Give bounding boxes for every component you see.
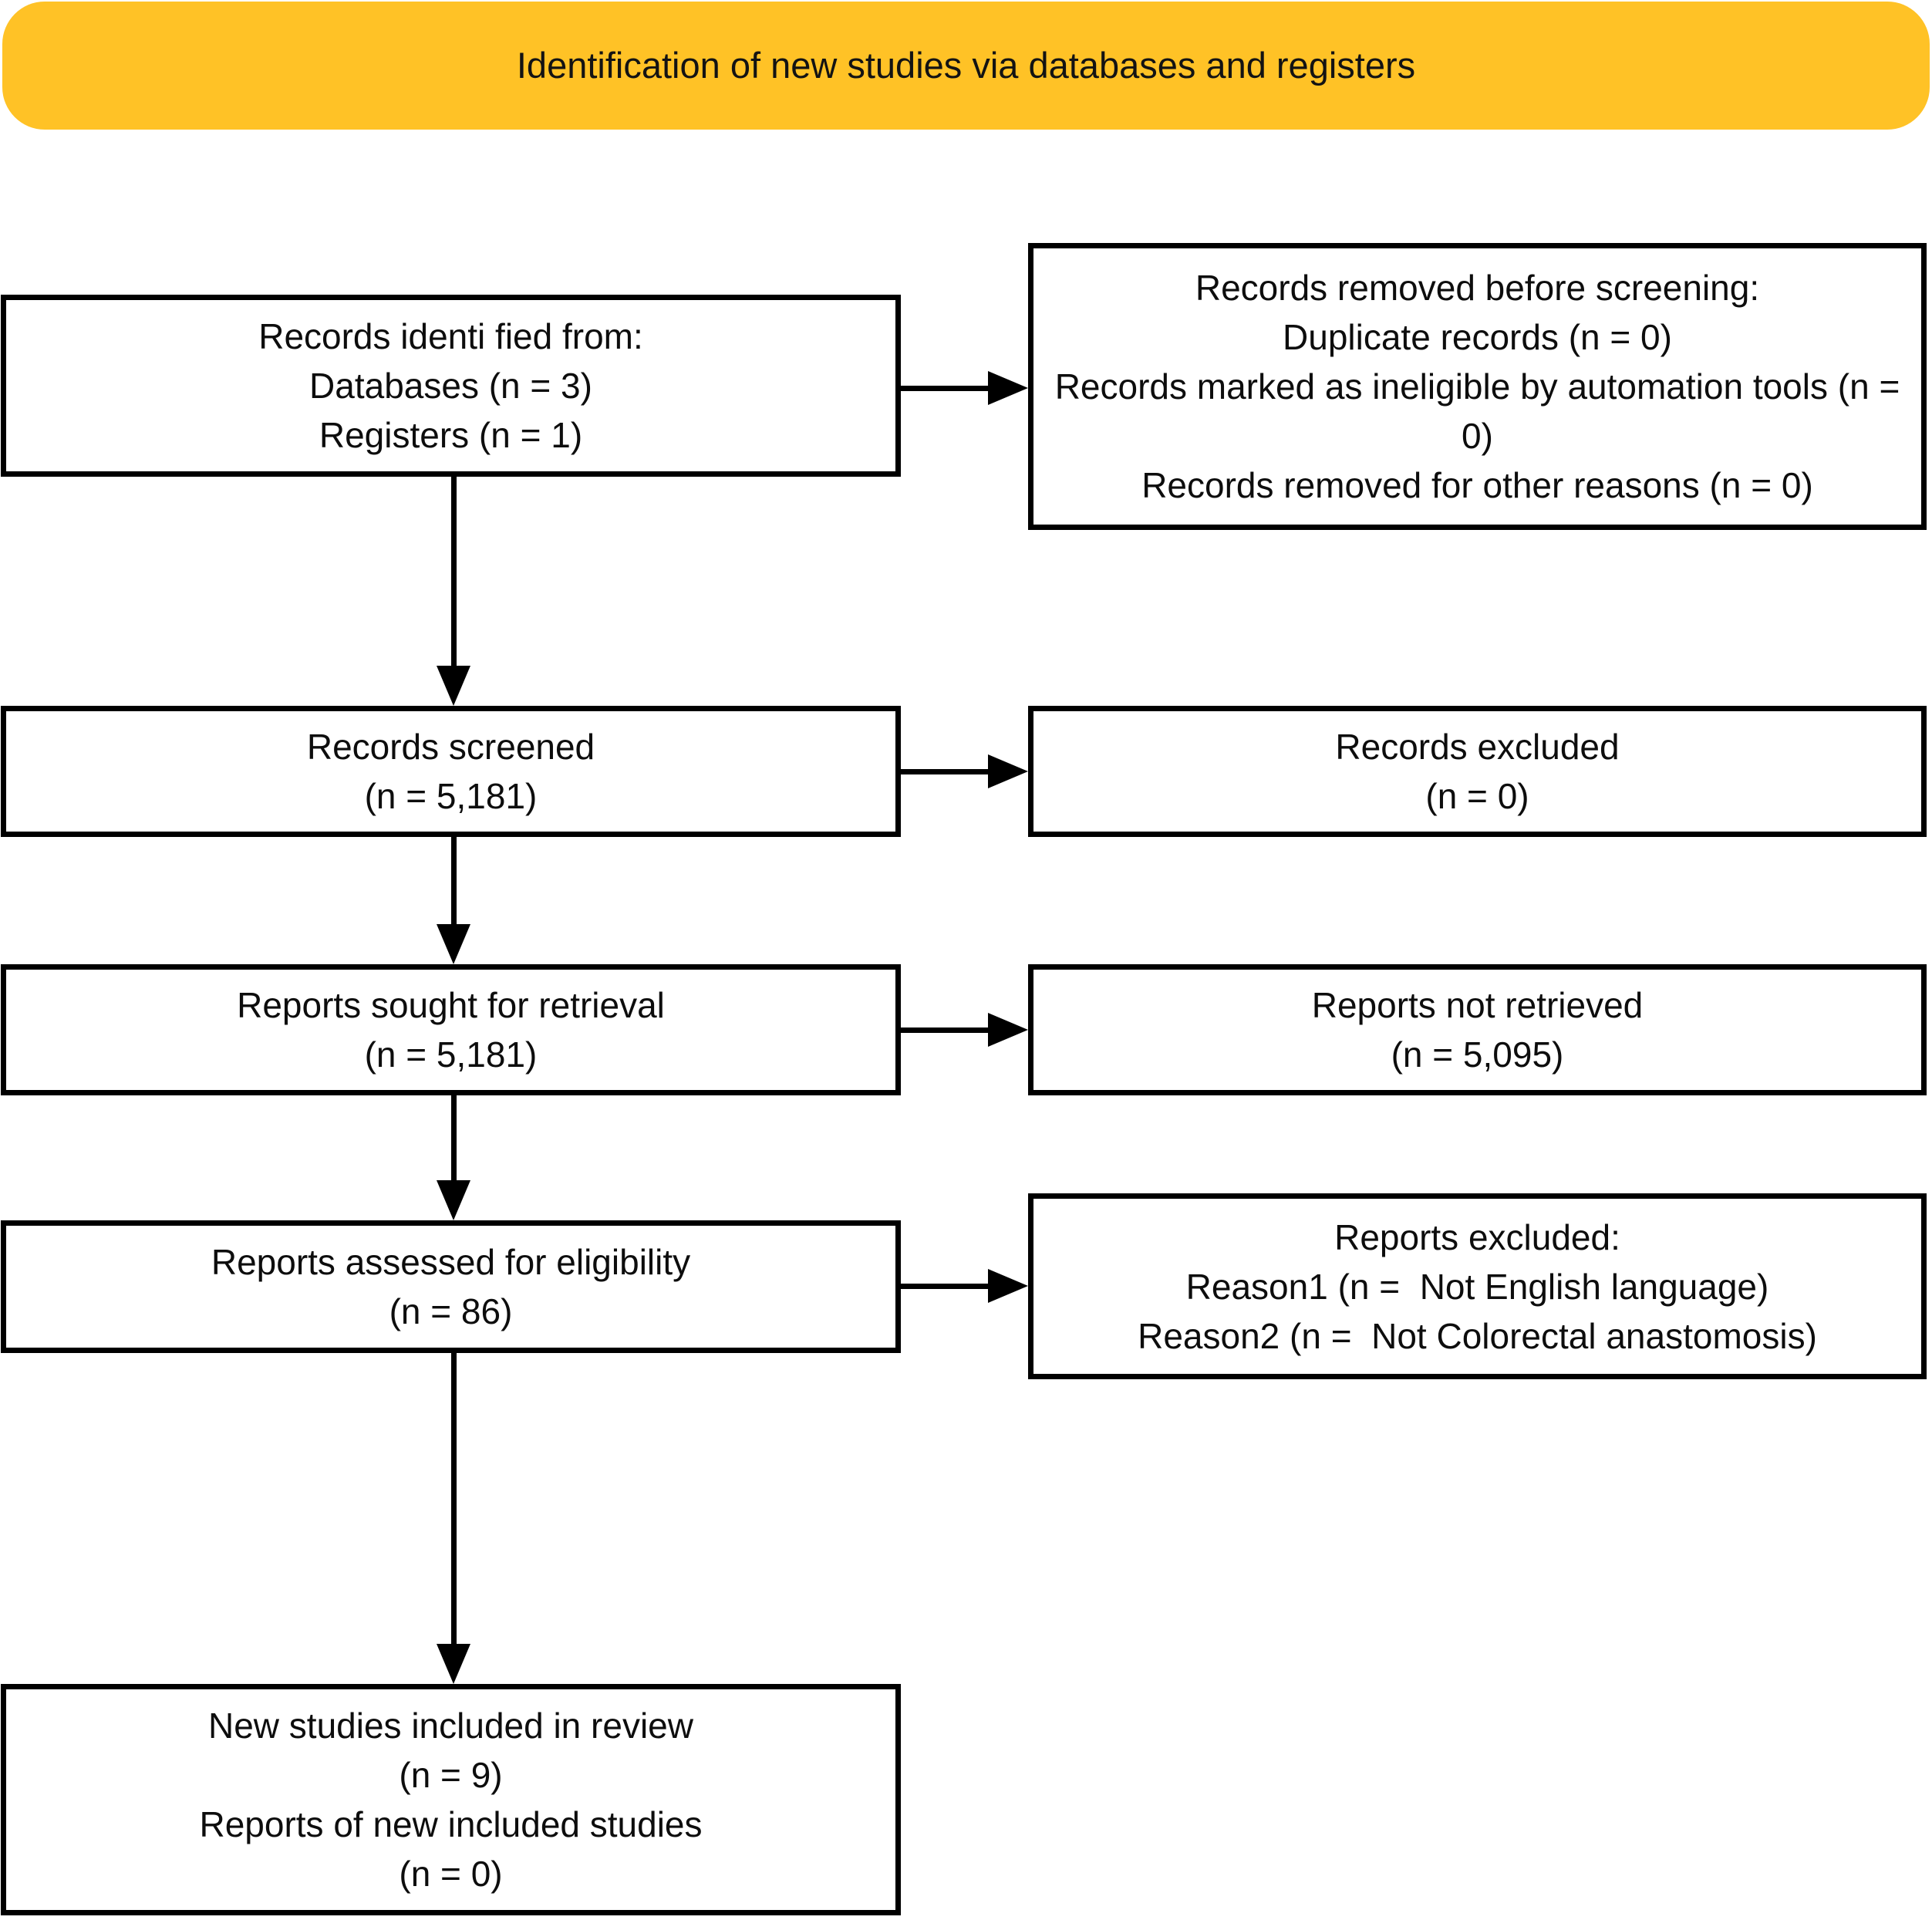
box-records-excluded: Records excluded (n = 0) <box>1028 706 1927 837</box>
arrow-right-identified-to-removed-icon <box>901 371 1028 405</box>
arrow-head-down-icon <box>437 666 470 706</box>
arrow-head-right-icon <box>988 371 1028 405</box>
arrow-right-assessed-to-reports-excluded-icon <box>901 1269 1028 1303</box>
arrow-down-screened-to-sought-icon <box>437 837 470 964</box>
box-records-excluded-text: Records excluded (n = 0) <box>1335 727 1620 816</box>
box-reports-not-retrieved: Reports not retrieved (n = 5,095) <box>1028 964 1927 1095</box>
box-reports-sought-for-retrieval: Reports sought for retrieval (n = 5,181) <box>1 964 901 1095</box>
box-records-identified-text: Records identi fied from: Databases (n =… <box>258 316 643 455</box>
arrow-shaft <box>450 1353 457 1647</box>
box-reports-assessed-text: Reports assessed for eligibility (n = 86… <box>211 1242 691 1331</box>
arrow-shaft <box>901 1283 991 1289</box>
arrow-head-right-icon <box>988 1269 1028 1303</box>
arrow-head-right-icon <box>988 754 1028 788</box>
arrow-right-sought-to-not-retrieved-icon <box>901 1013 1028 1047</box>
box-reports-sought-text: Reports sought for retrieval (n = 5,181) <box>237 985 665 1075</box>
arrow-down-sought-to-assessed-icon <box>437 1095 470 1220</box>
arrow-shaft <box>450 1095 457 1183</box>
box-reports-assessed-for-eligibility: Reports assessed for eligibility (n = 86… <box>1 1220 901 1353</box>
header-banner: Identification of new studies via databa… <box>2 2 1930 130</box>
arrow-right-screened-to-excluded-icon <box>901 754 1028 788</box>
arrow-down-assessed-to-included-icon <box>437 1353 470 1684</box>
arrow-shaft <box>901 768 991 774</box>
box-records-removed-text: Records removed before screening: Duplic… <box>1054 268 1900 505</box>
arrow-shaft <box>901 1027 991 1033</box>
box-new-studies-included-text: New studies included in review (n = 9) R… <box>199 1706 703 1894</box>
arrow-shaft <box>450 837 457 927</box>
box-records-removed-before-screening: Records removed before screening: Duplic… <box>1028 243 1927 530</box>
box-reports-not-retrieved-text: Reports not retrieved (n = 5,095) <box>1311 985 1644 1075</box>
arrow-head-down-icon <box>437 1644 470 1684</box>
box-reports-excluded-text: Reports excluded: Reason1 (n = Not Engli… <box>1138 1216 1817 1356</box>
arrow-shaft <box>450 477 457 669</box>
arrow-head-down-icon <box>437 1180 470 1220</box>
box-records-identified: Records identi fied from: Databases (n =… <box>1 295 901 477</box>
arrow-shaft <box>901 385 991 391</box>
box-records-screened: Records screened (n = 5,181) <box>1 706 901 837</box>
arrow-head-down-icon <box>437 924 470 964</box>
box-reports-excluded: Reports excluded: Reason1 (n = Not Engli… <box>1028 1193 1927 1379</box>
arrow-down-identified-to-screened-icon <box>437 477 470 706</box>
page-title: Identification of new studies via databa… <box>516 44 1416 86</box>
arrow-head-right-icon <box>988 1013 1028 1047</box>
box-records-screened-text: Records screened (n = 5,181) <box>306 727 595 816</box>
box-new-studies-included: New studies included in review (n = 9) R… <box>1 1684 901 1915</box>
